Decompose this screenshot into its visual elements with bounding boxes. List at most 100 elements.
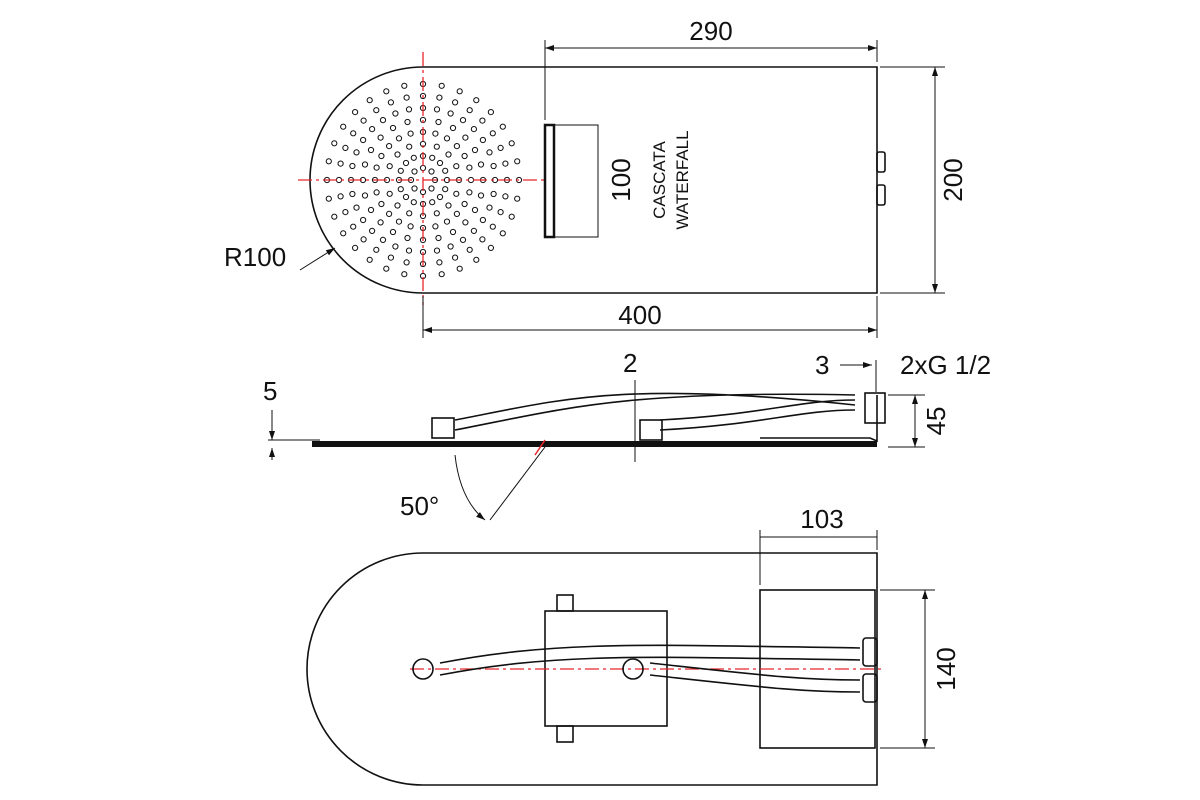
nozzle-dot — [432, 130, 439, 137]
nozzle-dot — [443, 218, 451, 225]
nozzle-dot — [387, 254, 394, 261]
nozzle-dot — [340, 123, 347, 130]
nozzle-dot — [479, 236, 486, 243]
dim-100: 100 — [606, 158, 636, 201]
shower-head-outline — [309, 66, 878, 294]
label-waterfall: WATERFALL — [673, 130, 692, 229]
hoses — [439, 644, 861, 693]
bracket — [760, 395, 878, 443]
nozzle-dot — [397, 186, 404, 193]
nozzle-dot — [467, 176, 475, 184]
nozzle-dot — [331, 213, 338, 220]
nozzle-dot — [353, 204, 360, 211]
nozzle-dot — [342, 209, 349, 216]
dim-140: 140 — [931, 647, 961, 690]
nozzle-dot — [366, 97, 373, 104]
nozzle-dot — [462, 219, 469, 226]
side-view: 50° 5 2 3 2xG 1/2 45 — [263, 348, 991, 521]
nozzle-dot — [479, 117, 486, 124]
nozzle-dot — [435, 118, 442, 126]
nozzle-dot — [360, 236, 367, 243]
nozzle-dot — [438, 271, 445, 278]
nozzle-dot — [436, 159, 444, 167]
nozzle-dot — [410, 199, 417, 206]
nozzle-dot — [360, 136, 367, 144]
inlet-bottom — [862, 673, 878, 703]
nozzle-dot — [429, 199, 436, 206]
nozzle-dot — [470, 227, 477, 234]
nozzle-dot — [445, 151, 452, 158]
nozzle-dot — [477, 161, 485, 168]
nozzle-dot — [369, 126, 376, 133]
nozzle-dot — [401, 271, 408, 278]
nozzle-dot — [428, 185, 435, 192]
nozzle-dot — [337, 193, 344, 200]
nozzle-dot — [461, 152, 468, 160]
hoses — [454, 392, 856, 431]
top-view: 290 200 100 CASCATA WATERFALL R100 400 — [224, 16, 968, 338]
nozzle-dot — [466, 246, 473, 253]
nozzle-dot — [407, 223, 414, 230]
nozzle-dot — [352, 109, 359, 116]
dim-5: 5 — [263, 376, 277, 406]
nozzle-dot — [514, 158, 521, 165]
nozzle-dot — [499, 123, 506, 130]
nozzle-dot — [453, 190, 460, 197]
nozzle-dot — [360, 117, 367, 124]
nozzle-dot — [461, 200, 468, 208]
nozzle-dot — [367, 206, 375, 214]
nozzle-dot — [452, 99, 459, 106]
nozzle-dot — [373, 107, 380, 114]
nozzle-dot — [466, 189, 473, 196]
nozzle-dot — [361, 161, 369, 168]
dim-103: 103 — [800, 504, 843, 534]
nozzle-dot — [502, 193, 509, 200]
nozzle-dot — [508, 213, 515, 220]
nozzle-dot — [379, 117, 387, 124]
dim-200: 200 — [938, 158, 968, 201]
nozzle-2 — [622, 658, 644, 680]
nozzle-dot — [349, 190, 356, 198]
dim-400: 400 — [618, 300, 661, 330]
nozzle-dot — [369, 227, 376, 234]
nozzle-dot — [367, 146, 375, 154]
nozzle-dot — [433, 210, 440, 217]
waterfall-outline — [553, 124, 599, 238]
dim-45: 45 — [921, 407, 951, 436]
nozzle-dot — [486, 204, 493, 211]
bottom-view: 103 140 — [306, 504, 961, 786]
nozzle-dot — [342, 144, 349, 151]
nozzle-dot — [419, 164, 427, 172]
nozzle-dot — [411, 168, 418, 175]
nozzle-dot — [325, 195, 332, 202]
nozzle-dot — [432, 223, 439, 230]
nozzle-dot — [436, 94, 443, 101]
nozzle-dot — [459, 117, 467, 124]
nozzle-dot — [405, 106, 413, 113]
nozzle-dot — [466, 164, 473, 171]
nozzle-dot — [352, 244, 359, 251]
nozzle-dot — [497, 144, 504, 151]
nozzle-dot — [453, 210, 460, 217]
nozzle-dot — [386, 190, 393, 197]
nozzle-dot — [395, 135, 403, 142]
nozzle-dot — [490, 162, 497, 170]
nozzle-dot — [436, 259, 443, 266]
nozzle-dot — [392, 110, 399, 117]
nozzle-dot — [383, 88, 390, 95]
nozzle-dot — [402, 193, 410, 201]
nozzle-dot — [410, 154, 417, 161]
nozzle-dot — [487, 244, 494, 251]
nozzle-dot — [433, 106, 441, 113]
nozzle-dot — [360, 216, 367, 224]
nozzle-dot — [428, 168, 435, 175]
inlet-2 — [876, 184, 886, 206]
nozzle-dot — [386, 143, 393, 150]
nozzle-dot — [471, 146, 479, 154]
nozzle-dot — [331, 140, 338, 147]
inlet-1 — [876, 151, 886, 173]
nozzle-dot — [397, 167, 404, 174]
tab-bottom — [556, 725, 574, 743]
nozzle-dot — [447, 243, 454, 250]
nozzle-dot — [378, 200, 385, 208]
